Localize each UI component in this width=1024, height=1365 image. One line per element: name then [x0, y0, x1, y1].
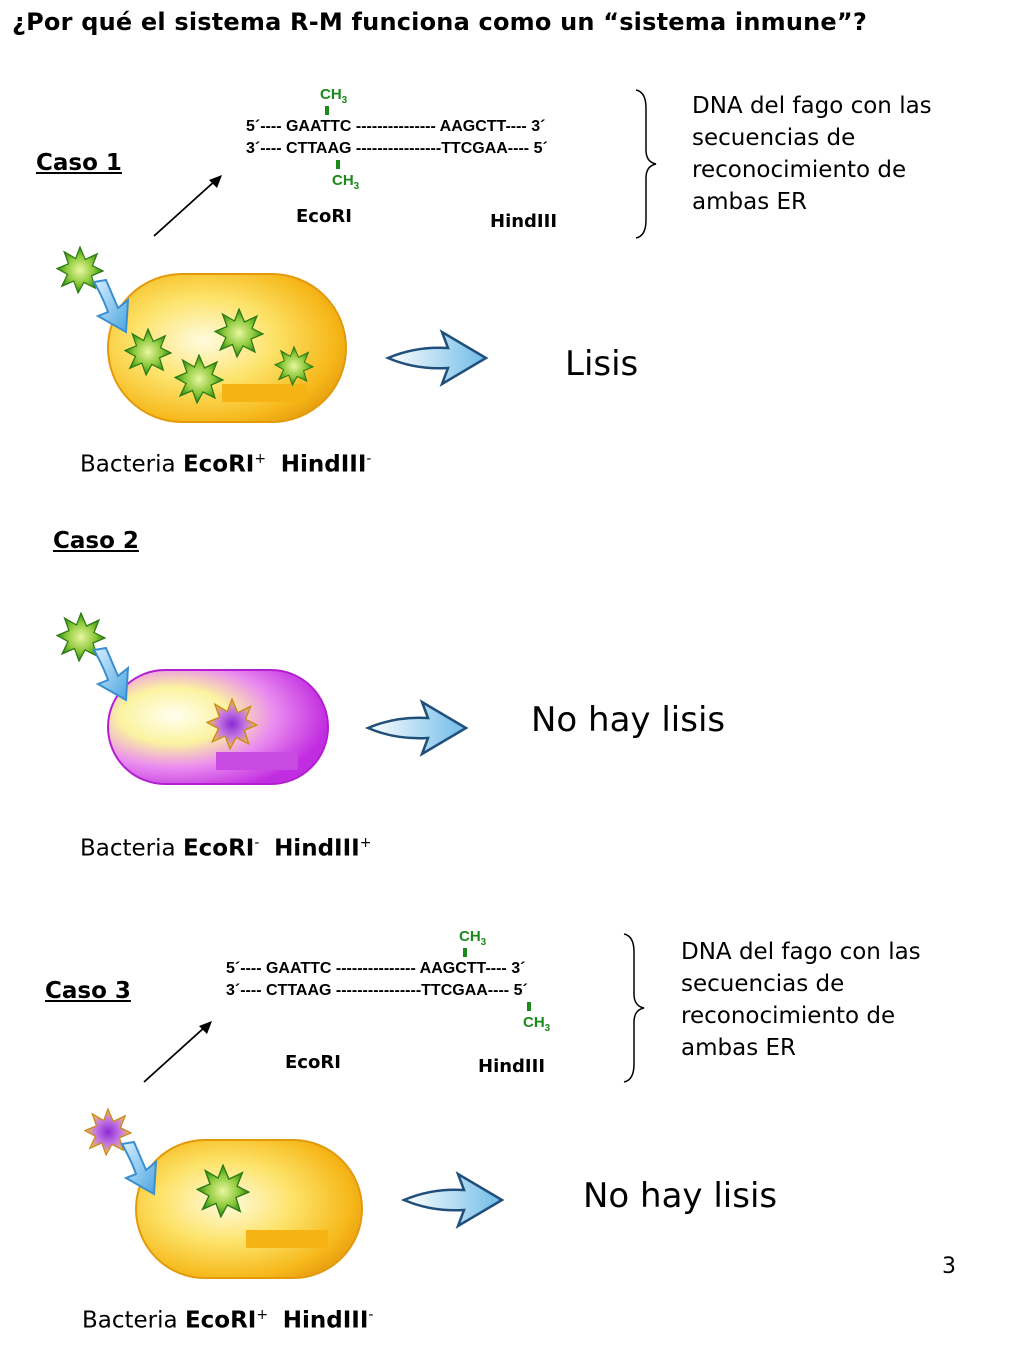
- case1-enzyme-hindiii: HindIII: [490, 211, 558, 232]
- case3-label: Caso 3: [45, 978, 131, 1004]
- case3-note-line: DNA del fago con las: [681, 939, 921, 965]
- case1-note: DNA del fago con las secuencias de recon…: [692, 90, 932, 218]
- case1-enzyme-ecori: EcoRI: [296, 206, 352, 227]
- case1-bacteria-label: Bacteria EcoRI+ HindIII-: [80, 451, 372, 478]
- case2-bacteria-label: Bacteria EcoRI- HindIII+: [80, 835, 372, 862]
- case1-note-line: secuencias de: [692, 125, 856, 151]
- case1-ch3-top: CH3: [320, 86, 348, 106]
- case3-ch3-top: CH3: [459, 928, 487, 948]
- case1-pointer-arrow: [153, 175, 222, 237]
- case2-result: No hay lisis: [531, 700, 726, 740]
- case3-enzyme-ecori: EcoRI: [285, 1052, 341, 1073]
- case3-result-arrow: [400, 1171, 505, 1229]
- case3-note-line: reconocimiento de: [681, 1003, 896, 1029]
- page-title: ¿Por qué el sistema R-M funciona como un…: [12, 8, 867, 36]
- case3-ch3-bottom: CH3: [523, 1014, 551, 1034]
- case3-methyl-tick-bottom: [527, 1002, 531, 1011]
- case1-label: Caso 1: [36, 150, 122, 176]
- case1-methyl-tick-top: [325, 106, 329, 115]
- case3-seq-bottom: 3´---- CTTAAG ----------------TTCGAA----…: [226, 982, 528, 999]
- case1-note-line: reconocimiento de: [692, 157, 907, 183]
- case1-note-line: DNA del fago con las: [692, 93, 932, 119]
- case2-label: Caso 2: [53, 528, 139, 554]
- case3-bacterium-illustration: [84, 1108, 363, 1279]
- case1-result: Lisis: [565, 344, 639, 384]
- case3-result: No hay lisis: [583, 1176, 778, 1216]
- case3-pointer-arrow: [143, 1021, 212, 1083]
- case3-bacteria-label: Bacteria EcoRI+ HindIII-: [82, 1307, 374, 1334]
- case3-brace: [623, 933, 645, 1083]
- case2-result-arrow: [364, 699, 469, 757]
- case1-bacterium-illustration: [56, 246, 347, 423]
- case1-methyl-tick-bottom: [336, 160, 340, 169]
- page-number: 3: [942, 1254, 956, 1279]
- case3-methyl-tick-top: [463, 948, 467, 957]
- case1-result-arrow: [384, 329, 489, 387]
- case3-seq-top: 5´---- GAATTC --------------- AAGCTT----…: [226, 960, 526, 977]
- case3-note-line: secuencias de: [681, 971, 845, 997]
- case3-enzyme-hindiii: HindIII: [478, 1056, 546, 1077]
- case2-bacterium-illustration: [56, 612, 329, 785]
- case1-seq-bottom: 3´---- CTTAAG ----------------TTCGAA----…: [246, 140, 548, 157]
- case1-seq-top: 5´---- GAATTC --------------- AAGCTT----…: [246, 118, 546, 135]
- case1-note-line: ambas ER: [692, 189, 807, 215]
- case3-note-line: ambas ER: [681, 1035, 796, 1061]
- case3-note: DNA del fago con las secuencias de recon…: [681, 936, 921, 1064]
- case1-brace: [635, 89, 657, 239]
- case1-ch3-bottom: CH3: [332, 172, 360, 192]
